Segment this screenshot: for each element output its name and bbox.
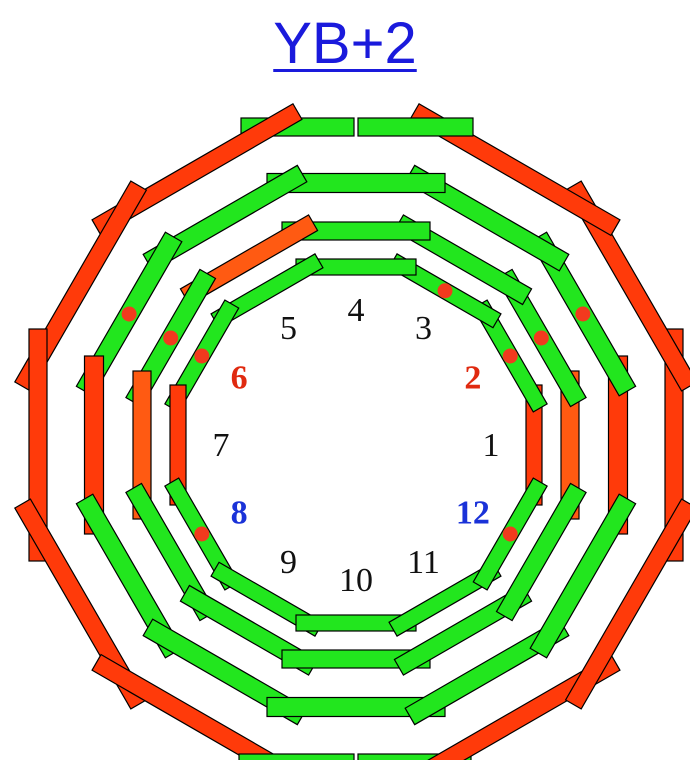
ring-4-sector-4-segment-part-2 — [357, 117, 474, 137]
dots-layer — [121, 283, 591, 542]
sector-label-2: 2 — [464, 360, 481, 397]
ring-4-sector-6-segment — [13, 180, 148, 392]
ring-3-sector-6-marker-dot — [121, 306, 137, 322]
ring-1-sector-6-marker-dot — [194, 348, 210, 364]
ring-2-sector-6-marker-dot — [163, 330, 179, 346]
ring-1-sector-8-marker-dot — [194, 526, 210, 542]
ring-4-sector-11-segment — [409, 653, 621, 760]
sector-label-4: 4 — [348, 292, 365, 329]
ring-4-sector-9-segment — [91, 653, 303, 760]
ring-1-sector-2-marker-dot — [502, 348, 518, 364]
sector-label-10: 10 — [339, 562, 373, 599]
page-title: YB+2 — [273, 11, 417, 76]
ring-4-sector-5-segment — [91, 102, 303, 237]
segments-layer — [13, 102, 690, 760]
ring-2-sector-12-segment — [495, 482, 587, 622]
ring-3-sector-2-marker-dot — [575, 306, 591, 322]
ring-4-sector-7-segment — [28, 328, 48, 562]
sector-label-7: 7 — [213, 427, 230, 464]
ring-1-sector-3-marker-dot — [437, 283, 453, 299]
ring-1-sector-12-marker-dot — [502, 526, 518, 542]
ring-2-sector-2-marker-dot — [533, 330, 549, 346]
ring-4-sector-10-segment-part-1 — [357, 753, 472, 760]
sector-label-8: 8 — [231, 495, 248, 532]
sector-label-6: 6 — [231, 360, 248, 397]
ring-4-sector-1-segment — [664, 328, 684, 562]
ring-4-sector-8-segment — [13, 498, 148, 710]
sector-label-12: 12 — [456, 495, 490, 532]
sector-label-11: 11 — [407, 544, 440, 581]
ring-3-sector-12-segment — [529, 493, 637, 659]
sector-label-9: 9 — [280, 544, 297, 581]
ring-4-sector-12-segment — [564, 498, 690, 710]
ring-4-sector-2-segment — [564, 180, 690, 392]
sector-label-3: 3 — [415, 310, 432, 347]
sector-label-5: 5 — [280, 310, 297, 347]
ring-4-sector-10-segment-part-2 — [238, 753, 355, 760]
sector-label-1: 1 — [483, 427, 500, 464]
ring-4-sector-3-segment — [409, 102, 621, 237]
